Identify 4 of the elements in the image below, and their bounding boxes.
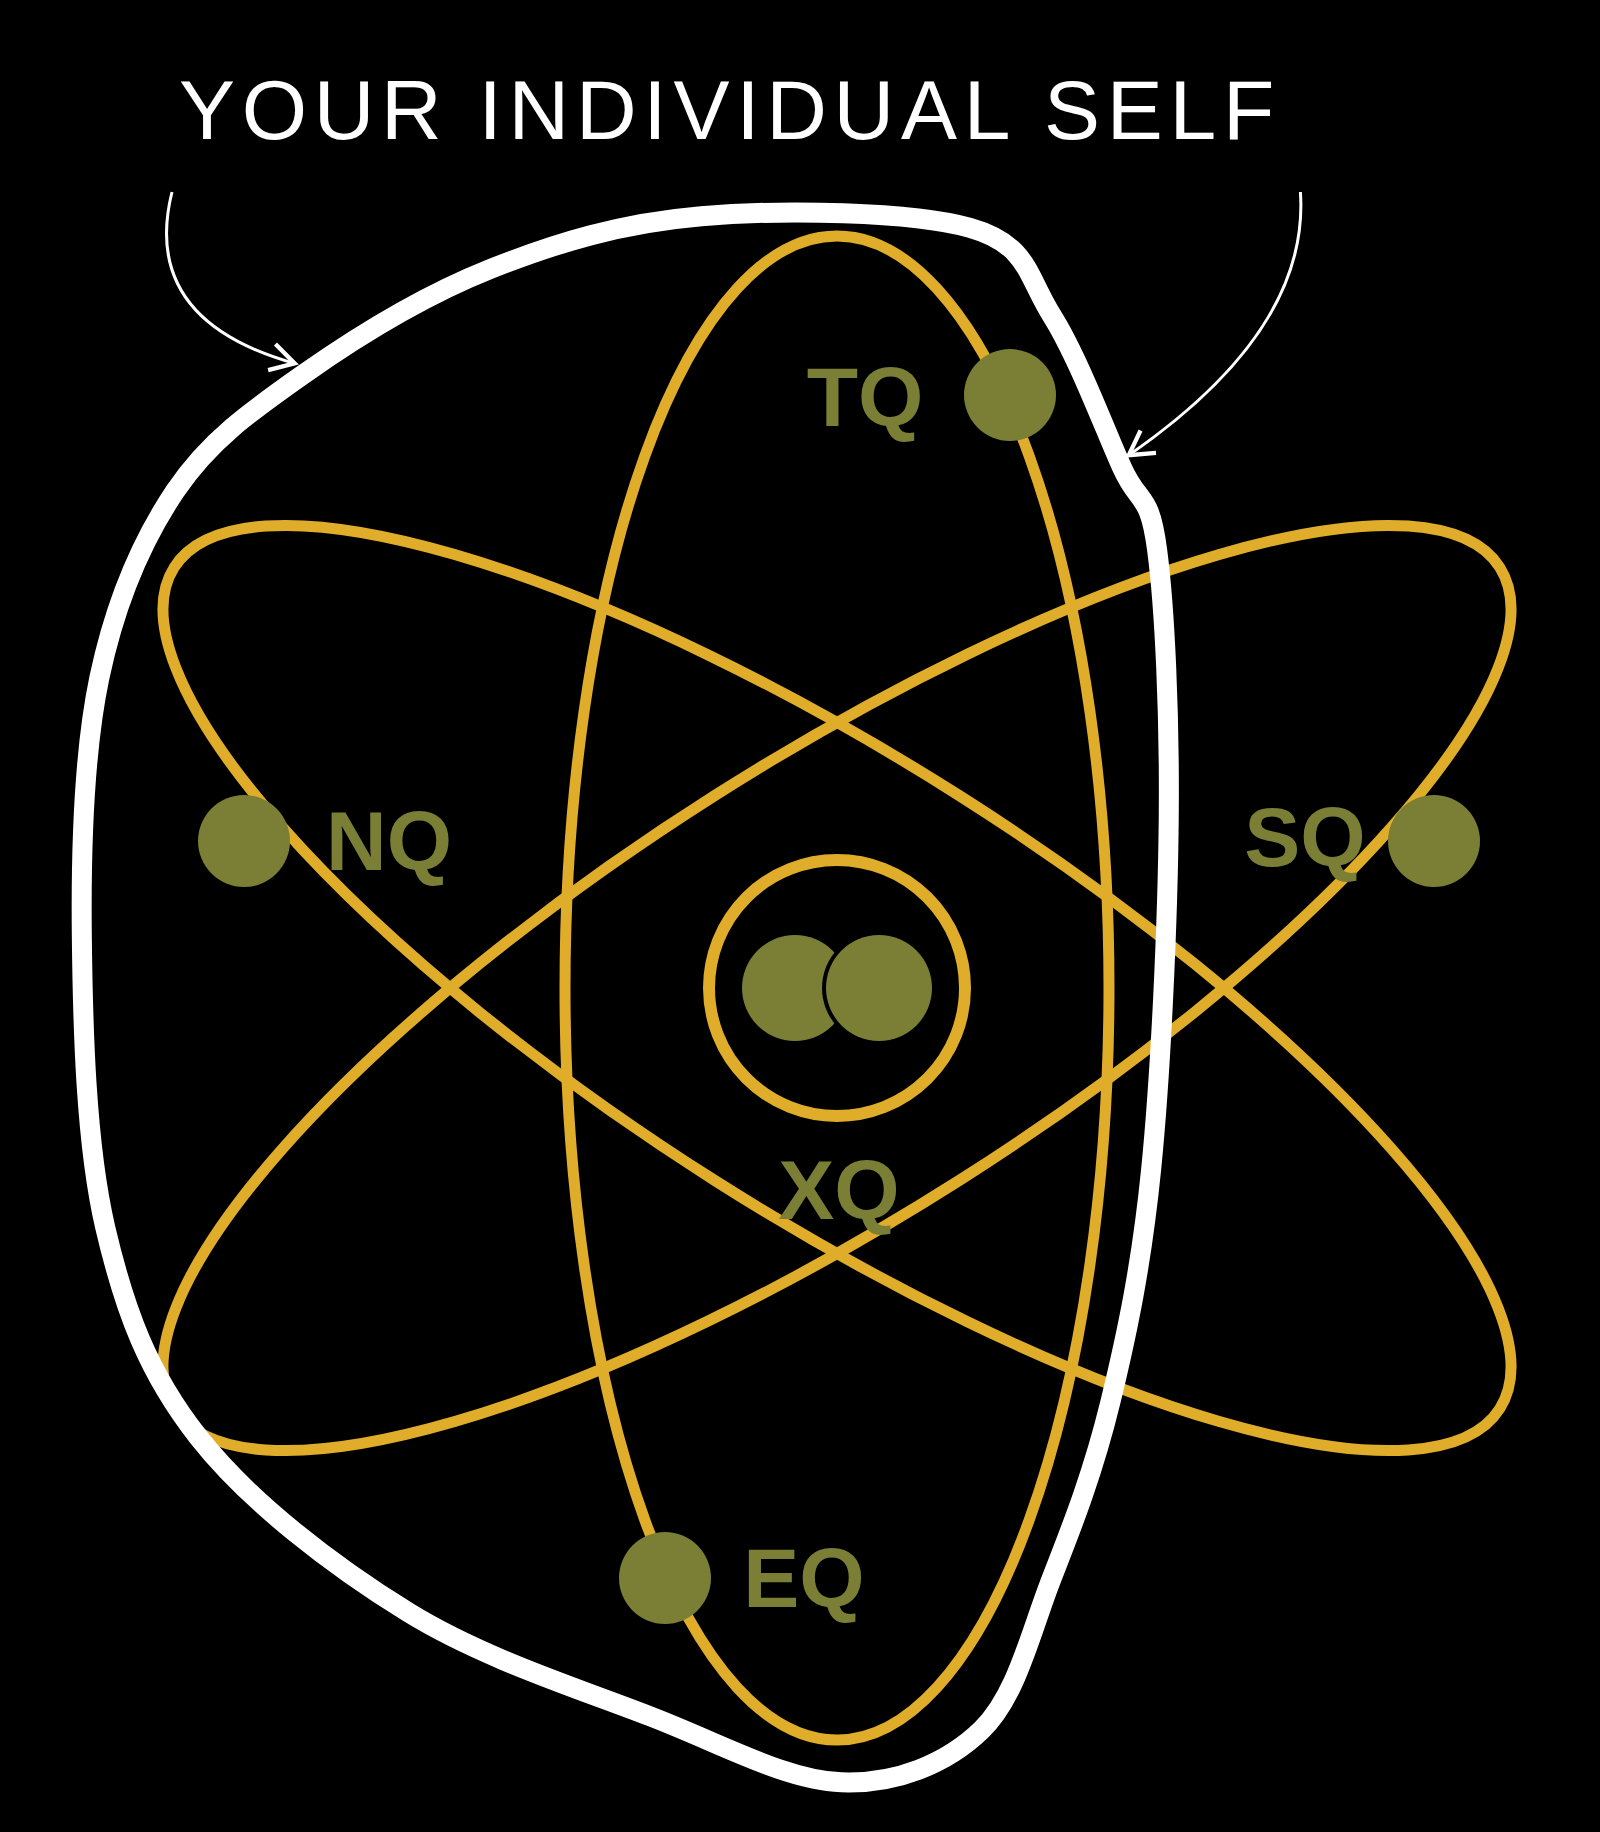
arrow	[1126, 192, 1303, 458]
outline-loop	[71, 202, 1179, 1793]
handwritten-title: YOUR INDIVIDUAL SELF	[178, 68, 1282, 152]
arrow	[165, 191, 297, 372]
